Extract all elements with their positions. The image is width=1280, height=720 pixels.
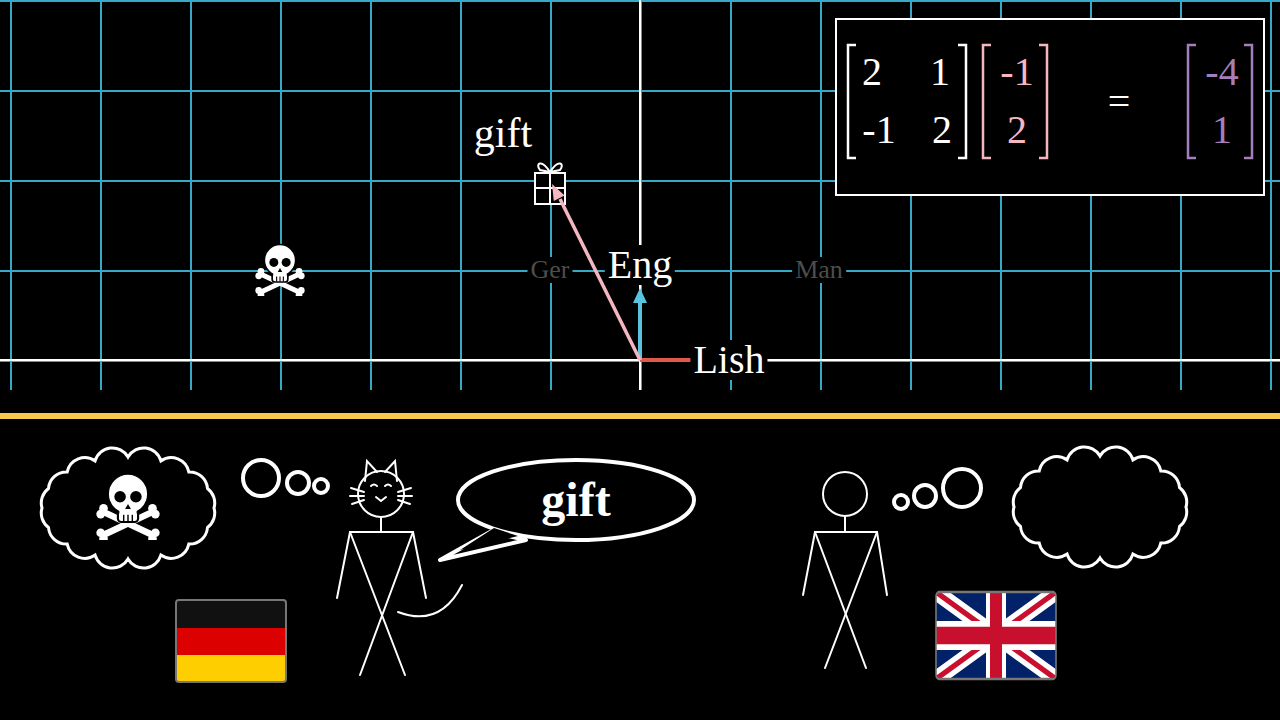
speech-text: gift bbox=[541, 476, 610, 524]
person-figure bbox=[803, 472, 887, 668]
result-entry: 1 bbox=[1212, 110, 1232, 150]
speech-tail bbox=[440, 532, 526, 560]
basis-i-arrow bbox=[640, 353, 724, 367]
skull-icon bbox=[255, 244, 304, 298]
equals-sign: = bbox=[1108, 82, 1131, 122]
matrix-panel: 2 1 -1 2 -1 2 = -4 1 bbox=[835, 18, 1265, 196]
skull-icon bbox=[96, 474, 159, 543]
matrix-entry: -1 bbox=[862, 110, 895, 150]
thought-dots bbox=[243, 460, 328, 496]
matrix-entry: 2 bbox=[862, 52, 882, 92]
gift-icon bbox=[535, 163, 565, 204]
basis-label: Lish bbox=[690, 340, 767, 380]
result-entry: -4 bbox=[1205, 52, 1238, 92]
thought-dots bbox=[894, 469, 981, 509]
basis-label: Ger bbox=[528, 257, 573, 283]
vector-label: gift bbox=[471, 112, 535, 154]
matrix-entry: 2 bbox=[932, 110, 952, 150]
vector-entry: -1 bbox=[1000, 52, 1033, 92]
speech-ellipse bbox=[458, 460, 694, 540]
basis-label: Eng bbox=[605, 245, 675, 285]
matrix-bracket bbox=[848, 45, 856, 158]
thought-cloud bbox=[41, 448, 214, 568]
result-bracket bbox=[1188, 45, 1196, 158]
gift-vector-arrow bbox=[552, 184, 640, 360]
y-axis bbox=[639, 0, 641, 390]
vector-entry: 2 bbox=[1007, 110, 1027, 150]
speech-bubble-outline bbox=[456, 458, 696, 542]
speech-tail-join bbox=[460, 528, 518, 550]
matrix-entry: 1 bbox=[930, 52, 950, 92]
speech-bubble: gift bbox=[456, 458, 696, 542]
matrix-bracket bbox=[958, 45, 966, 158]
coordinate-grid bbox=[0, 0, 1280, 390]
german-flag bbox=[176, 600, 286, 682]
basis-label: Man bbox=[792, 257, 846, 283]
bottom-panel bbox=[0, 390, 1280, 720]
separator-bar bbox=[0, 413, 1280, 419]
uk-flag bbox=[936, 592, 1056, 679]
vector-bracket bbox=[1039, 45, 1047, 158]
thought-cloud bbox=[1013, 447, 1186, 567]
result-bracket bbox=[1244, 45, 1252, 158]
matrix-panel-fill bbox=[835, 18, 1265, 196]
vector-bracket bbox=[983, 45, 991, 158]
cat-figure bbox=[337, 461, 462, 675]
